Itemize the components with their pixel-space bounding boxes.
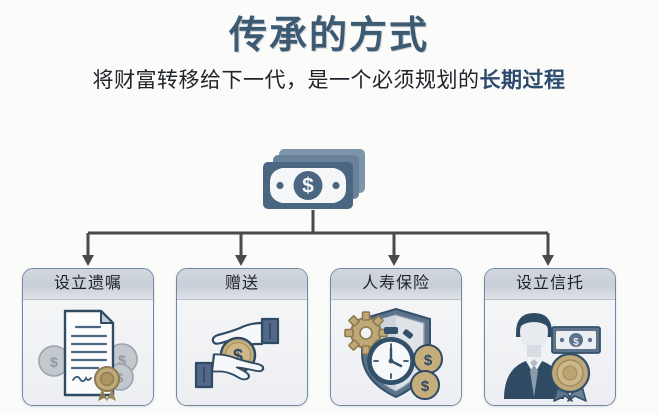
dollar-symbol: $ [302, 175, 314, 198]
award-ribbon-icon [549, 352, 591, 402]
gold-coins-icon: $ $ [410, 344, 443, 400]
card-title: 人寿保险 [361, 275, 430, 292]
money-stack-icon: $ [263, 149, 365, 209]
signature-icon [72, 375, 92, 383]
card-header: 人寿保险 [331, 269, 461, 300]
header: 传承的方式 将财富转移给下一代，是一个必须规划的长期过程 [0, 0, 658, 94]
subtitle-highlight: 长期过程 [479, 69, 566, 92]
card-setup-trust[interactable]: 设立信托 [484, 268, 616, 406]
card-title: 赠送 [224, 275, 259, 292]
card-header: 设立信托 [485, 269, 615, 300]
card-title: 设立遗嘱 [53, 275, 122, 292]
card-title: 设立信托 [515, 275, 584, 292]
card-gift[interactable]: 赠送 $ [176, 268, 308, 406]
banknote-icon: $ [551, 326, 601, 354]
stopwatch-icon [367, 327, 415, 385]
arrowhead-4 [542, 255, 554, 266]
tree-connector-arrows [82, 210, 554, 266]
card-body: $ $ $ [23, 300, 153, 405]
card-header: 设立遗嘱 [23, 269, 153, 300]
method-cards: 设立遗嘱 $ $ $ [0, 268, 658, 408]
life-insurance-shield-icon: $ $ [344, 307, 443, 400]
svg-text:$: $ [50, 354, 58, 370]
page-title: 传承的方式 [228, 15, 429, 57]
svg-text:$: $ [233, 346, 243, 366]
card-setup-will[interactable]: 设立遗嘱 $ $ $ [22, 268, 154, 406]
svg-text:$: $ [117, 371, 124, 385]
svg-text:$: $ [118, 352, 126, 368]
subtitle-prefix: 将财富转移给下一代，是一个必须规划的 [92, 69, 480, 92]
svg-text:$: $ [421, 378, 430, 395]
svg-text:$: $ [424, 352, 433, 369]
trust-businessman-icon: $ [504, 313, 601, 402]
will-document-icon: $ $ $ [38, 309, 138, 401]
arrowhead-1 [82, 255, 94, 266]
card-body: $ [485, 300, 615, 405]
receiving-hand-icon [194, 353, 265, 389]
card-header: 赠送 [177, 269, 307, 300]
central-money-node: $ [253, 146, 373, 218]
card-body: $ [177, 300, 307, 405]
arrowhead-3 [388, 255, 400, 266]
arrowhead-2 [235, 255, 247, 266]
page-subtitle: 将财富转移给下一代，是一个必须规划的长期过程 [0, 58, 658, 94]
businessman-icon [504, 313, 564, 399]
card-body: $ $ [331, 300, 461, 405]
svg-text:$: $ [573, 337, 579, 348]
connector-tree [0, 210, 658, 272]
gift-hands-coin-icon: $ [194, 317, 280, 389]
card-life-insurance[interactable]: 人寿保险 [330, 268, 462, 406]
